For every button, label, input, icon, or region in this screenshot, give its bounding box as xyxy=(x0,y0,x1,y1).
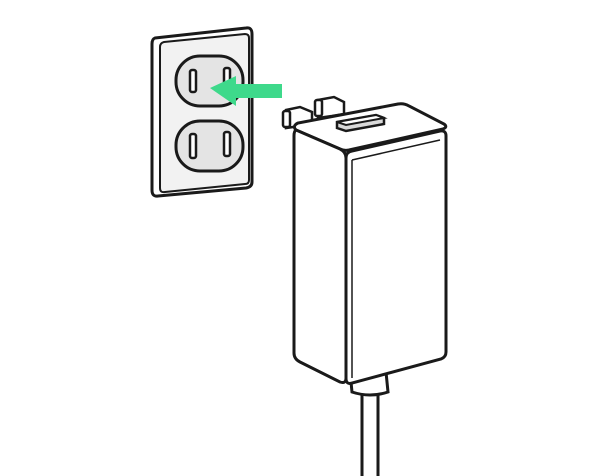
adapter-cable xyxy=(348,370,390,476)
ac-adapter-body xyxy=(292,102,448,385)
lower-socket xyxy=(174,119,245,173)
insert-direction-arrow xyxy=(210,76,282,106)
